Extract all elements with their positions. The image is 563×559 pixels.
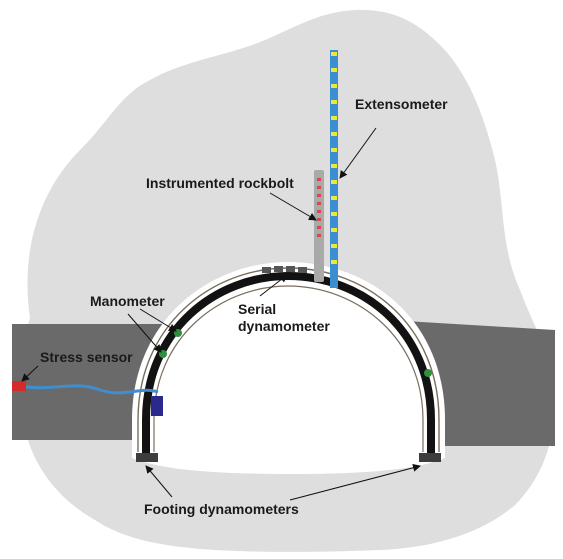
manometer-label: Manometer [90,293,165,309]
extensometer-anchor [331,164,337,168]
extensometer-label: Extensometer [355,96,448,112]
manometer-leader-1 [139,308,177,332]
serial-dynamometer-label-line1: Serial [238,301,276,317]
rockbolt-gauge [317,226,321,229]
tunnel-opening [132,262,445,474]
manometer-leader-2 [127,313,162,353]
stress-sensor-leader [21,365,39,382]
stress-sensor [12,381,159,395]
junction-box [151,396,163,416]
rockbolt-leader [269,192,317,221]
serial-dynamometer-label-line2: dynamometer [238,318,330,334]
stress-sensor-head [12,381,26,391]
rockbolt-gauge [317,194,321,197]
extensometer-anchor [331,244,337,248]
extensometer-anchor [331,84,337,88]
footing-dynamometers-label: Footing dynamometers [144,501,299,517]
rockbolt-gauge [317,218,321,221]
sensor-cable [21,384,159,395]
extensometer-anchor [331,68,337,72]
extensometer-anchor [331,212,337,216]
rockbolt-gauge [317,178,321,181]
liner-contour-inner [153,285,424,452]
extensometer-anchor [331,100,337,104]
stress-sensor-label: Stress sensor [40,349,133,365]
serial-dynamometer-leader [259,274,288,297]
extensometer [330,50,338,288]
footing-leader-left [145,465,173,498]
rockbolt-gauge [317,186,321,189]
footing-leader-right [289,463,421,501]
serial-dynamometer [262,266,307,273]
footing-dynamometer-left [136,453,158,462]
footing-dynamometer-right [419,453,441,462]
instrumented-rockbolt-label: Instrumented rockbolt [146,175,294,191]
manometer [424,369,432,377]
rockbolt-gauge [317,202,321,205]
extensometer-anchor [331,196,337,200]
extensometer-anchor [331,52,337,56]
extensometer-leader [339,127,377,179]
extensometer-anchor [331,180,337,184]
instrumented-rockbolt [314,170,324,282]
extensometer-anchor [331,228,337,232]
extensometer-anchor [331,260,337,264]
rockbolt-gauge [317,234,321,237]
extensometer-anchor [331,116,337,120]
rockbolt-gauge [317,210,321,213]
extensometer-anchor [331,132,337,136]
extensometer-anchor [331,148,337,152]
